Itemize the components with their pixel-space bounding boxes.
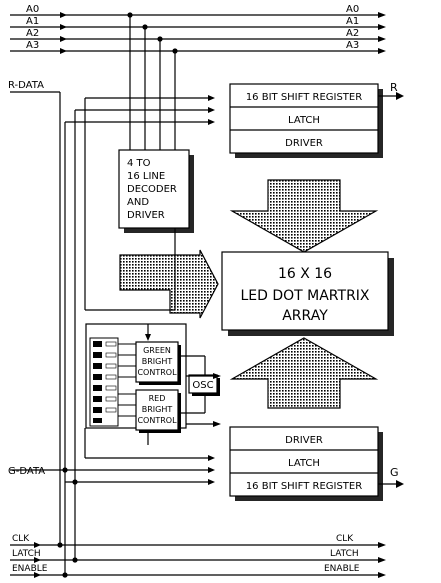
address-label-left-a0: A0 xyxy=(26,4,39,15)
brightness-control-cluster: GREEN BRIGHT CONTROL RED BRIGHT CONTROL … xyxy=(85,323,221,445)
address-label-right-a3: A3 xyxy=(346,40,359,51)
bottom-latch-label: LATCH xyxy=(288,458,320,469)
enable-label-left: ENABLE xyxy=(12,564,48,574)
top-shift-register-label: 16 BIT SHIFT REGISTER xyxy=(246,92,362,103)
green-control-line-1: GREEN xyxy=(143,346,171,355)
led-matrix-block: 16 X 16 LED DOT MARTRIX ARRAY xyxy=(221,251,394,336)
matrix-line-2: LED DOT MARTRIX xyxy=(240,288,369,304)
row-drive-arrow xyxy=(119,249,219,319)
top-latch-label: LATCH xyxy=(288,115,320,126)
matrix-line-3: ARRAY xyxy=(282,308,328,324)
latch-label-right: LATCH xyxy=(330,549,359,559)
osc-label: OSC xyxy=(192,380,213,391)
address-label-right-a2: A2 xyxy=(346,28,359,39)
decoder-line-3: DECODER xyxy=(127,184,177,195)
left-bus-lines xyxy=(64,98,176,575)
matrix-line-1: 16 X 16 xyxy=(278,266,332,282)
green-control-line-2: BRIGHT xyxy=(142,357,173,366)
decoder-line-1: 4 TO xyxy=(127,158,151,169)
bottom-driver-label: DRIVER xyxy=(285,435,323,446)
top-column-arrow xyxy=(229,179,379,253)
address-labels-right: A0 A1 A2 A3 xyxy=(346,4,359,51)
top-register: 16 BIT SHIFT REGISTER LATCH DRIVER R xyxy=(229,81,404,158)
decoder-line-2: 16 LINE xyxy=(127,171,165,182)
latch-label-left: LATCH xyxy=(12,549,41,559)
top-driver-label: DRIVER xyxy=(285,138,323,149)
g-output-label: G xyxy=(390,466,399,479)
bottom-shift-register-label: 16 BIT SHIFT REGISTER xyxy=(246,481,362,492)
red-control-line-1: RED xyxy=(149,394,166,403)
address-labels-left: A0 A1 A2 A3 xyxy=(26,4,39,51)
address-label-left-a2: A2 xyxy=(26,28,39,39)
address-label-right-a1: A1 xyxy=(346,16,359,27)
address-label-left-a1: A1 xyxy=(26,16,39,27)
red-control-line-2: BRIGHT xyxy=(142,405,173,414)
decoder-block: 4 TO 16 LINE DECODER AND DRIVER xyxy=(118,149,194,233)
r-output-label: R xyxy=(390,81,398,94)
enable-label-right: ENABLE xyxy=(324,564,360,574)
control-lines: CLK LATCH ENABLE CLK LATCH ENABLE xyxy=(10,534,386,578)
g-data-wiring: G-DATA xyxy=(8,428,215,485)
address-bus xyxy=(10,12,386,150)
r-data-label: R-DATA xyxy=(8,80,44,91)
g-data-label: G-DATA xyxy=(8,466,45,477)
clk-label-right: CLK xyxy=(336,534,354,544)
decoder-line-5: DRIVER xyxy=(127,210,165,221)
decoder-line-4: AND xyxy=(127,197,149,208)
red-control-line-3: CONTROL xyxy=(137,416,177,425)
green-control-line-3: CONTROL xyxy=(137,368,177,377)
address-label-right-a0: A0 xyxy=(346,4,359,15)
clk-label-left: CLK xyxy=(12,534,30,544)
bottom-column-arrow xyxy=(229,337,379,409)
bottom-register: DRIVER LATCH 16 BIT SHIFT REGISTER G xyxy=(229,426,404,501)
address-label-left-a3: A3 xyxy=(26,40,39,51)
